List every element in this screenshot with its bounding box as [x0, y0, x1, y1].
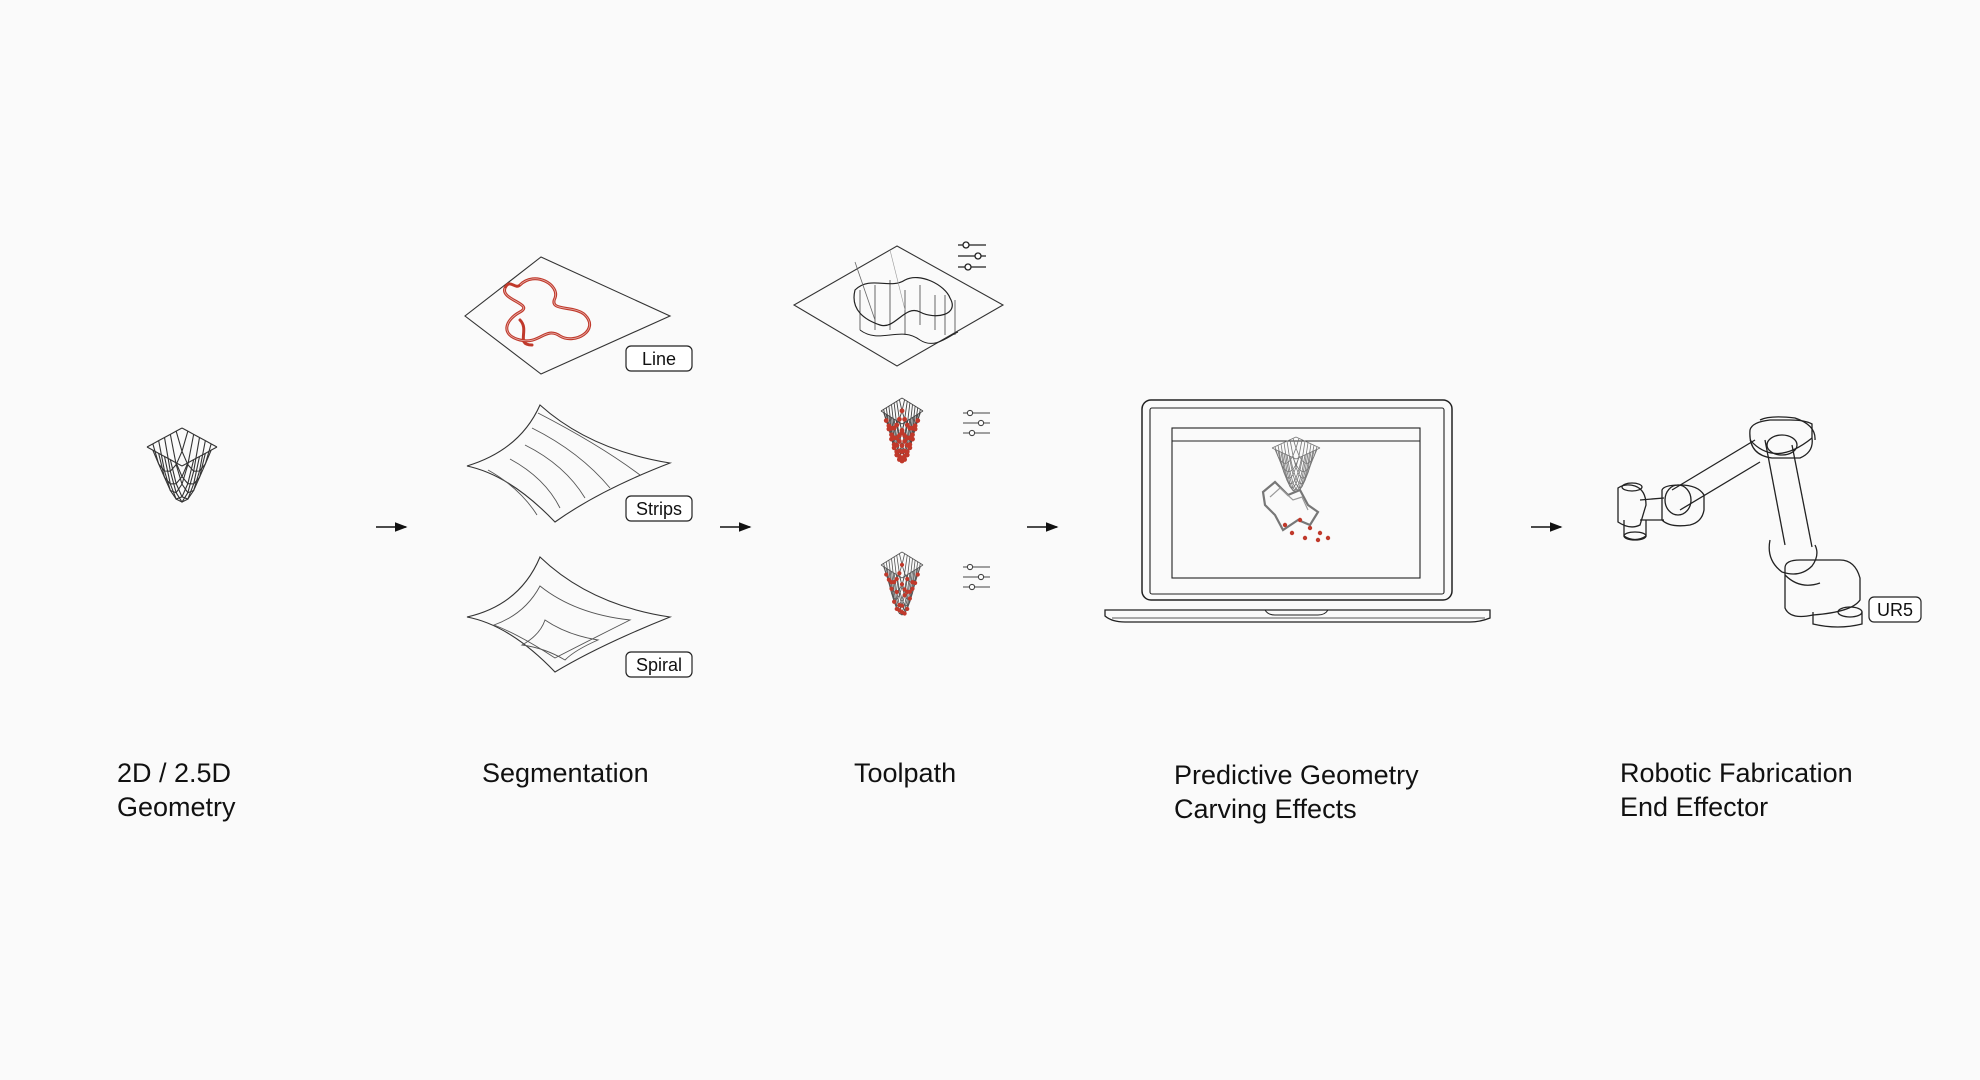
segmentation-strips-tag: Strips — [625, 495, 693, 522]
toolpath-point — [902, 587, 907, 592]
toolpath-point — [907, 596, 912, 601]
toolpath-point — [897, 571, 902, 576]
toolpath-point — [891, 445, 897, 451]
toolpath-point — [912, 426, 918, 432]
toolpath-spiral-diagram — [880, 551, 924, 616]
toolpath-point — [886, 426, 892, 432]
segmentation-line-diagram — [464, 256, 672, 375]
robot-model-tag: UR5 — [1868, 596, 1922, 623]
predicted-carve-point — [1315, 537, 1321, 543]
segmentation-strips-diagram — [466, 404, 673, 523]
segmentation-spiral-diagram — [466, 556, 673, 673]
caption-segmentation-line1: Segmentation — [482, 758, 649, 788]
toolpath-point — [884, 572, 889, 577]
toolpath-point — [899, 610, 905, 615]
segmentation-spiral-label: Spiral — [636, 655, 682, 675]
toolpath-point — [910, 586, 915, 591]
toolpath-line-diagram — [792, 245, 1005, 367]
toolpath-point — [896, 448, 902, 454]
toolpath-point — [902, 433, 908, 438]
caption-toolpath: Toolpath — [854, 756, 956, 790]
caption-geometry-line2: Geometry — [117, 792, 236, 822]
predicted-carve-point — [1325, 535, 1331, 541]
toolpath-point — [886, 577, 891, 582]
toolpath-strips-settings-icon — [963, 409, 990, 437]
toolpath-point — [899, 443, 905, 449]
toolpath-point — [913, 580, 918, 586]
toolpath-point — [889, 580, 894, 585]
toolpath-point — [894, 589, 899, 595]
toolpath-strips-diagram — [880, 397, 924, 464]
toolpath-point — [907, 445, 913, 451]
predicted-carve-point — [1282, 522, 1288, 528]
caption-robotic-line2: End Effector — [1620, 792, 1769, 822]
robot-model-label: UR5 — [1877, 600, 1913, 620]
toolpath-point — [905, 589, 910, 595]
caption-robotic: Robotic Fabrication End Effector — [1620, 756, 1853, 824]
toolpath-point — [892, 599, 897, 604]
toolpath-point — [902, 448, 908, 454]
toolpath-point — [899, 455, 905, 461]
predicted-carve-point — [1317, 530, 1323, 536]
toolpath-point — [894, 576, 899, 582]
predicted-carve-point — [1297, 517, 1303, 523]
toolpath-point — [896, 438, 902, 444]
caption-predictive: Predictive Geometry Carving Effects — [1174, 758, 1419, 826]
toolpath-point — [896, 416, 902, 422]
robot-arm-illustration — [1617, 416, 1863, 628]
caption-geometry: 2D / 2.5D Geometry — [117, 756, 236, 824]
toolpath-point — [902, 593, 907, 598]
caption-geometry-line1: 2D / 2.5D — [117, 758, 232, 788]
input-geometry-mesh — [146, 427, 218, 503]
segmentation-line-tag: Line — [625, 345, 693, 372]
toolpath-point — [905, 606, 910, 612]
toolpath-point — [902, 438, 908, 444]
toolpath-point — [883, 418, 889, 423]
toolpath-point — [915, 572, 920, 577]
toolpath-point — [899, 408, 905, 414]
toolpath-point — [899, 582, 905, 587]
toolpath-point — [899, 562, 905, 567]
toolpath-point — [894, 606, 899, 612]
caption-segmentation: Segmentation — [482, 756, 649, 790]
caption-robotic-line1: Robotic Fabrication — [1620, 758, 1853, 788]
predicted-carve-point — [1289, 530, 1295, 536]
toolpath-line-settings-icon — [958, 241, 986, 271]
predicted-carve-point — [1302, 535, 1308, 541]
laptop-illustration — [1104, 399, 1491, 623]
toolpath-point — [899, 427, 905, 433]
segmentation-spiral-tag: Spiral — [625, 651, 693, 678]
predicted-carve-point — [1307, 525, 1313, 531]
toolpath-spiral-settings-icon — [963, 563, 990, 591]
toolpath-point — [889, 586, 894, 591]
segmentation-strips-label: Strips — [636, 499, 682, 519]
caption-predictive-line1: Predictive Geometry — [1174, 760, 1419, 790]
toolpath-point — [896, 433, 902, 438]
caption-toolpath-line1: Toolpath — [854, 758, 957, 788]
toolpath-point — [902, 416, 908, 422]
toolpath-point — [915, 418, 921, 423]
segmentation-line-label: Line — [642, 349, 676, 369]
toolpath-point — [897, 602, 902, 608]
caption-predictive-line2: Carving Effects — [1174, 794, 1357, 824]
toolpath-point — [905, 576, 910, 582]
